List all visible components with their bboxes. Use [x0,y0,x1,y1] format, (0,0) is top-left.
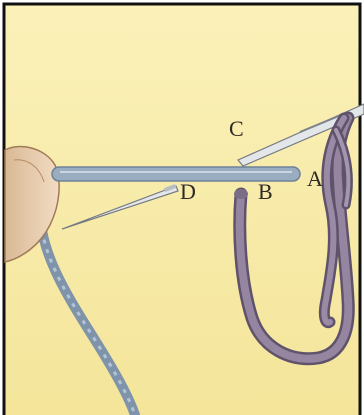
label-b: B [258,181,273,203]
label-d: D [180,181,196,203]
label-a: A [307,168,323,190]
label-c: C [229,118,244,140]
